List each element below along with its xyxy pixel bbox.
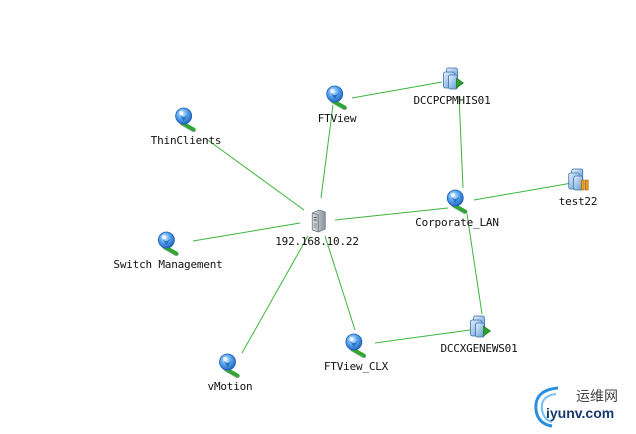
network-icon xyxy=(155,230,181,256)
network-icon xyxy=(343,332,369,358)
vm-test22-node[interactable]: test22 xyxy=(558,167,598,208)
node-label: DCCPCPMHIS01 xyxy=(413,94,491,107)
node-label: 192.168.10.22 xyxy=(275,235,359,248)
watermark-logo: 运维网 iyunv.com xyxy=(528,380,633,430)
network-icon xyxy=(324,84,350,110)
network-ftview-node[interactable]: FTView xyxy=(317,84,357,125)
vm-running-icon xyxy=(466,314,491,340)
logo-swoosh-icon xyxy=(534,386,559,428)
node-label: ThinClients xyxy=(150,134,222,147)
edge-corplan-test22 xyxy=(473,182,573,201)
edge-host-ftviewclx xyxy=(324,235,356,331)
edge-corplan-dccxgenews01 xyxy=(466,213,483,315)
node-label: Switch Management xyxy=(113,258,223,271)
watermark-cn: 运维网 xyxy=(576,389,618,405)
edge-host-vmotion xyxy=(241,235,309,354)
network-corporate-lan-node[interactable]: Corporate_LAN xyxy=(415,188,499,229)
vm-dccpcpmhis01-node[interactable]: DCCPCPMHIS01 xyxy=(413,66,491,107)
network-ftview-clx-node[interactable]: FTView_CLX xyxy=(324,332,388,373)
network-vmotion-node[interactable]: vMotion xyxy=(208,352,253,393)
node-label: DCCXGENEWS01 xyxy=(440,342,518,355)
edge-ftview-dccpcpmhis01 xyxy=(351,81,443,99)
network-icon xyxy=(217,352,243,378)
server-icon xyxy=(311,209,326,233)
edge-ftviewclx-dccxgenews01 xyxy=(374,329,471,344)
edge-host-corplan xyxy=(334,207,449,221)
edge-host-switchmgmt xyxy=(192,222,301,242)
vm-dccxgenews01-node[interactable]: DCCXGENEWS01 xyxy=(440,314,518,355)
edge-dccpcpmhis01-corplan xyxy=(458,95,464,189)
watermark-en: iyunv.com xyxy=(546,405,615,421)
node-label: test22 xyxy=(558,195,598,208)
network-icon xyxy=(173,106,199,132)
node-label: Corporate_LAN xyxy=(415,216,499,229)
vm-paused-icon xyxy=(565,167,589,193)
vm-running-icon xyxy=(439,66,464,92)
network-switch-management-node[interactable]: Switch Management xyxy=(113,230,223,271)
node-label: FTView xyxy=(317,112,357,125)
node-label: vMotion xyxy=(207,380,253,393)
edge-host-thinclients xyxy=(204,137,305,211)
network-thinclients-node[interactable]: ThinClients xyxy=(151,106,222,147)
node-label: FTView_CLX xyxy=(323,360,389,373)
host-node[interactable]: 192.168.10.22 xyxy=(275,207,359,248)
network-icon xyxy=(444,188,470,214)
edge-host-ftview xyxy=(320,104,334,199)
